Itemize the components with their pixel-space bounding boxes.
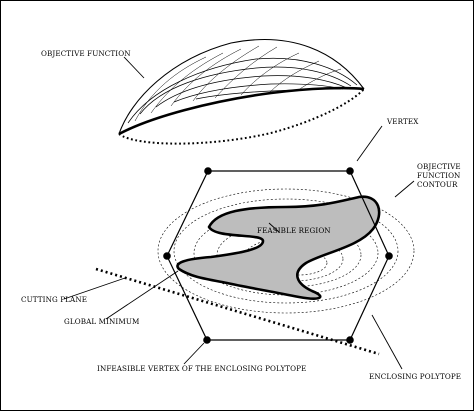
vertex-dot-bottom-right (346, 336, 354, 344)
surface-contour-arcs (127, 57, 358, 124)
leader-cutting-plane (63, 277, 126, 300)
contour-ellipse-1 (157, 188, 415, 314)
label-contour-line1: OBJECTIVE (417, 162, 461, 171)
label-enclosing-polytope: ENCLOSING POLYTOPE (369, 372, 461, 381)
surface-rim-front (118, 86, 365, 136)
label-vertex: VERTEX (386, 117, 419, 126)
enclosing-polytope (163, 167, 393, 344)
label-contour-line3: CONTOUR (417, 180, 458, 189)
vertex-dot-left (163, 252, 171, 260)
leader-objective-function (123, 56, 145, 79)
vertex-dot-top-right (346, 167, 354, 175)
vertex-dot-right (385, 252, 393, 260)
leader-vertex (356, 125, 383, 162)
leader-global-minimum (105, 270, 179, 320)
cutting-plane (95, 267, 380, 356)
label-infeasible-vertex: INFEASIBLE VERTEX OF THE ENCLOSING POLYT… (97, 364, 306, 373)
surface-radial-lines (134, 45, 342, 122)
leader-contour (394, 180, 415, 198)
label-objective-function: OBJECTIVE FUNCTION (41, 49, 131, 58)
label-global-minimum: GLOBAL MINIMUM (64, 317, 139, 326)
surface-top-outline (118, 39, 365, 135)
vertex-dot-bottom-left (203, 336, 211, 344)
label-contour-line2: FUNCTION (417, 171, 460, 180)
feasible-region (176, 195, 381, 300)
leader-feasible-region (268, 222, 280, 233)
label-cutting-plane: CUTTING PLANE (21, 295, 87, 304)
objective-function-surface (118, 39, 365, 145)
label-feasible-region: FEASIBLE REGION (257, 226, 331, 235)
vertex-dot-top-left (204, 167, 212, 175)
leader-enclosing-polytope (371, 314, 403, 370)
contour-ellipse-2 (173, 198, 399, 304)
surface-underside-dotted (118, 88, 365, 145)
leader-infeasible-vertex (183, 342, 205, 365)
leader-lines (63, 56, 415, 370)
labels: OBJECTIVE FUNCTION VERTEX OBJECTIVE FUNC… (21, 49, 461, 381)
